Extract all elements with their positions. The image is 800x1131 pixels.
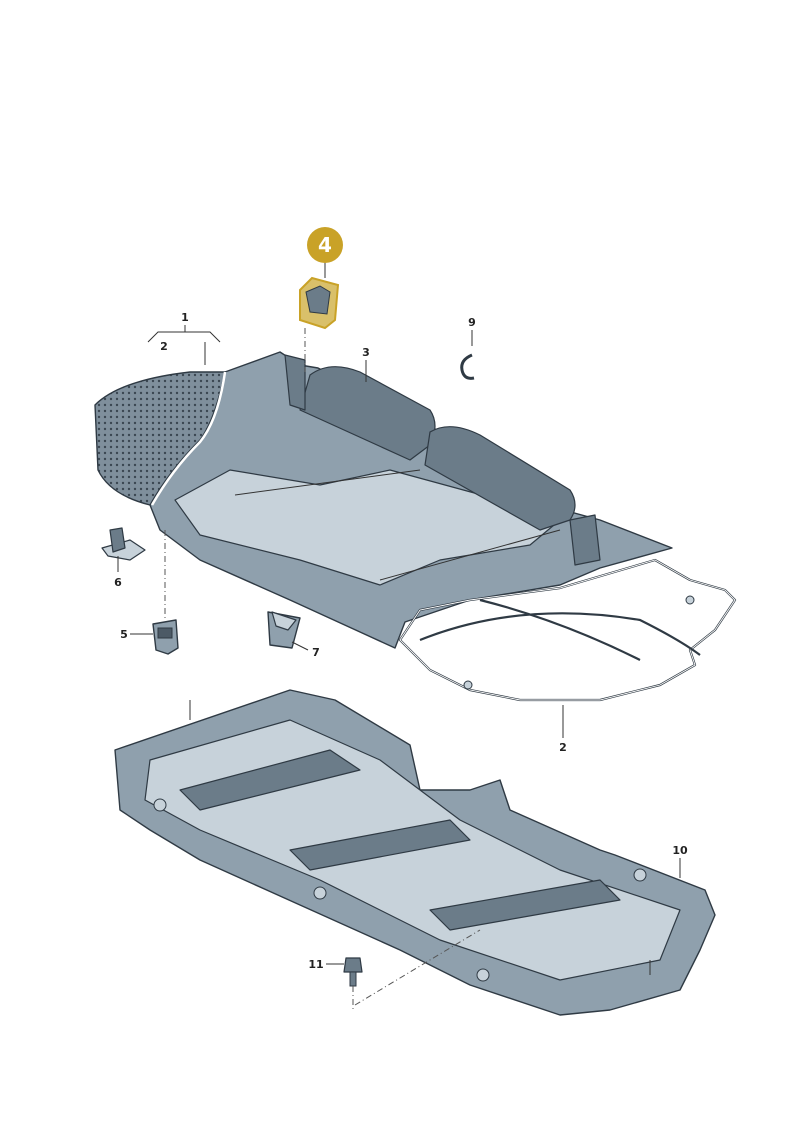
clip-part-7: [267, 611, 301, 649]
callout-5[interactable]: 5: [120, 628, 128, 641]
wire-frame-part-2: [398, 558, 737, 702]
callout-3[interactable]: 3: [362, 346, 370, 359]
clip-part-4-highlighted: [299, 276, 340, 372]
callout-4-label[interactable]: 4: [318, 233, 332, 257]
callout-11[interactable]: 11: [308, 958, 323, 971]
callout-9[interactable]: 9: [468, 316, 476, 329]
bolt-part-11: [343, 957, 363, 1010]
clip-part-9: [460, 353, 475, 380]
seat-cushion-part-3: [149, 351, 673, 649]
callout-2-bottom[interactable]: 2: [559, 741, 567, 754]
connector-part-5: [152, 530, 179, 655]
callout-1[interactable]: 1: [181, 311, 189, 324]
underbody-panel-part-10: [114, 689, 716, 1016]
callout-7[interactable]: 7: [312, 646, 320, 659]
callout-4-badge[interactable]: [307, 227, 343, 263]
seat-cover-part-1: [94, 371, 227, 506]
callout-6[interactable]: 6: [114, 576, 122, 589]
callout-leaders: [117, 262, 681, 965]
callout-10[interactable]: 10: [672, 844, 688, 857]
clip-part-6: [101, 527, 146, 561]
callout-2-top[interactable]: 2: [160, 340, 168, 353]
